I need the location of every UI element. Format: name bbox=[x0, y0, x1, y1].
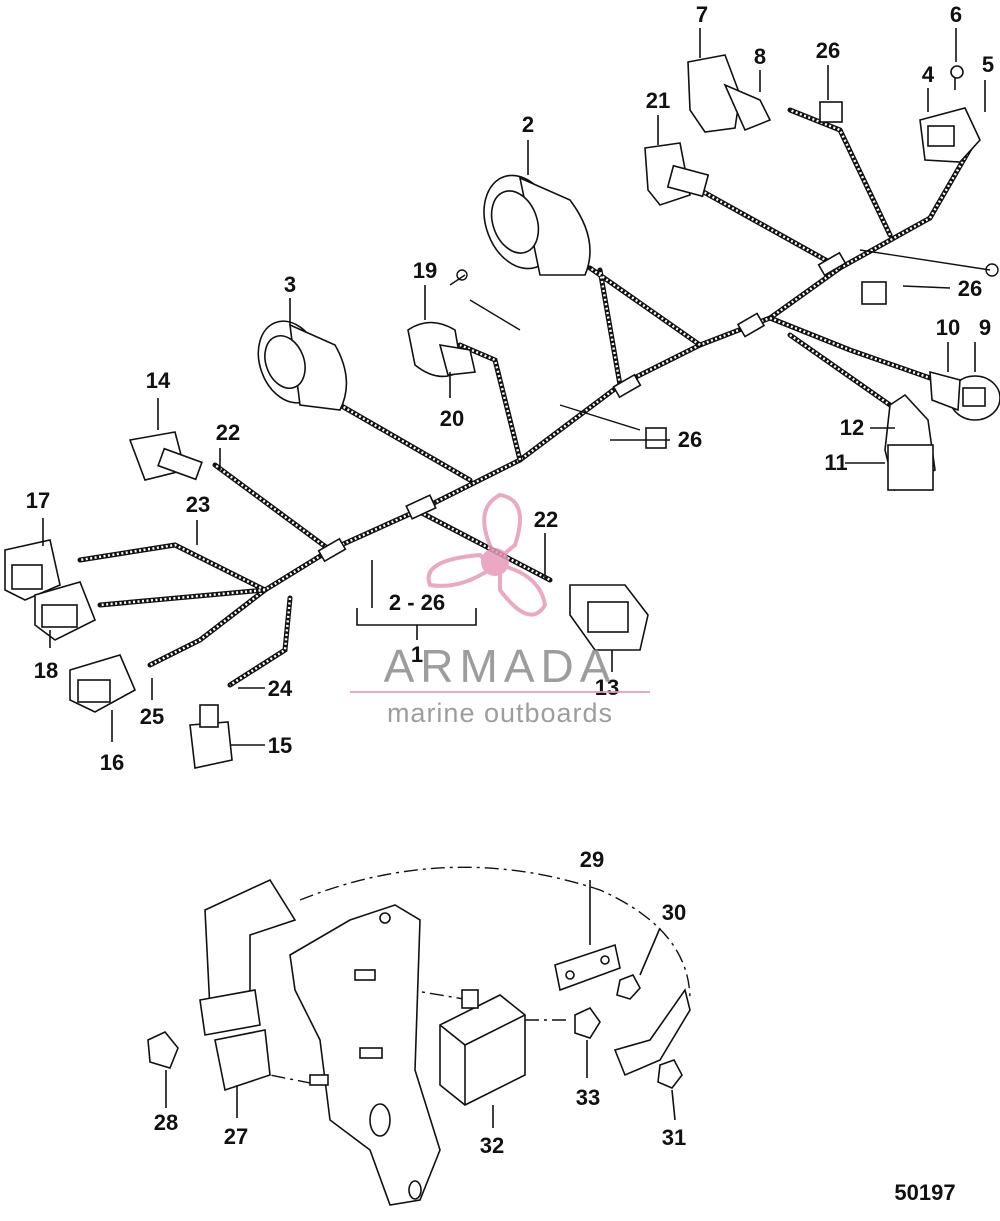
callout-30: 30 bbox=[662, 900, 686, 925]
harness-components bbox=[4, 54, 1000, 769]
callout-leaders bbox=[42, 28, 986, 746]
callout-5: 5 bbox=[982, 52, 994, 77]
callout-22-b: 22 bbox=[534, 507, 558, 532]
callout-24: 24 bbox=[268, 676, 293, 701]
callout-17: 17 bbox=[26, 488, 50, 513]
callout-3: 3 bbox=[284, 272, 296, 297]
callout-11: 11 bbox=[824, 450, 847, 475]
callout-range: 2 - 26 bbox=[389, 590, 445, 615]
callout-12: 12 bbox=[840, 415, 864, 440]
callout-29: 29 bbox=[580, 847, 604, 872]
callout-8: 8 bbox=[754, 44, 766, 69]
callout-26-c: 26 bbox=[678, 427, 702, 452]
callout-numbers: 7 8 26 6 4 5 21 2 26 10 9 19 3 12 11 26 … bbox=[26, 2, 994, 1205]
callout-19: 19 bbox=[413, 258, 437, 283]
callout-2: 2 bbox=[522, 112, 534, 137]
callout-21: 21 bbox=[646, 88, 670, 113]
figure-number: 50197 bbox=[894, 1180, 955, 1205]
callout-7: 7 bbox=[696, 2, 708, 27]
callout-31: 31 bbox=[662, 1125, 686, 1150]
callout-28: 28 bbox=[154, 1110, 178, 1135]
callout-4: 4 bbox=[922, 62, 935, 87]
brand-name: ARMADA bbox=[384, 640, 617, 692]
callout-6: 6 bbox=[950, 2, 962, 27]
callout-10: 10 bbox=[936, 315, 960, 340]
wiring-harness bbox=[77, 107, 999, 688]
callout-16: 16 bbox=[100, 750, 124, 775]
brand-tagline: marine outboards bbox=[387, 698, 613, 728]
propeller-icon bbox=[426, 492, 548, 617]
callout-20: 20 bbox=[440, 406, 464, 431]
callout-14: 14 bbox=[146, 368, 171, 393]
callout-26-a: 26 bbox=[816, 38, 840, 63]
armada-watermark: ARMADA marine outboards bbox=[350, 492, 650, 728]
callout-1: 1 bbox=[411, 642, 423, 667]
callout-18: 18 bbox=[34, 658, 58, 683]
callout-33: 33 bbox=[576, 1085, 600, 1110]
callout-27: 27 bbox=[224, 1124, 248, 1149]
callout-25: 25 bbox=[140, 704, 164, 729]
bracket-assembly bbox=[147, 866, 691, 1206]
callout-13: 13 bbox=[595, 675, 619, 700]
callout-26-b: 26 bbox=[958, 276, 982, 301]
callout-22-a: 22 bbox=[216, 420, 240, 445]
callout-23: 23 bbox=[186, 492, 210, 517]
callout-15: 15 bbox=[268, 733, 292, 758]
callout-9: 9 bbox=[979, 315, 991, 340]
callout-32: 32 bbox=[480, 1133, 504, 1158]
